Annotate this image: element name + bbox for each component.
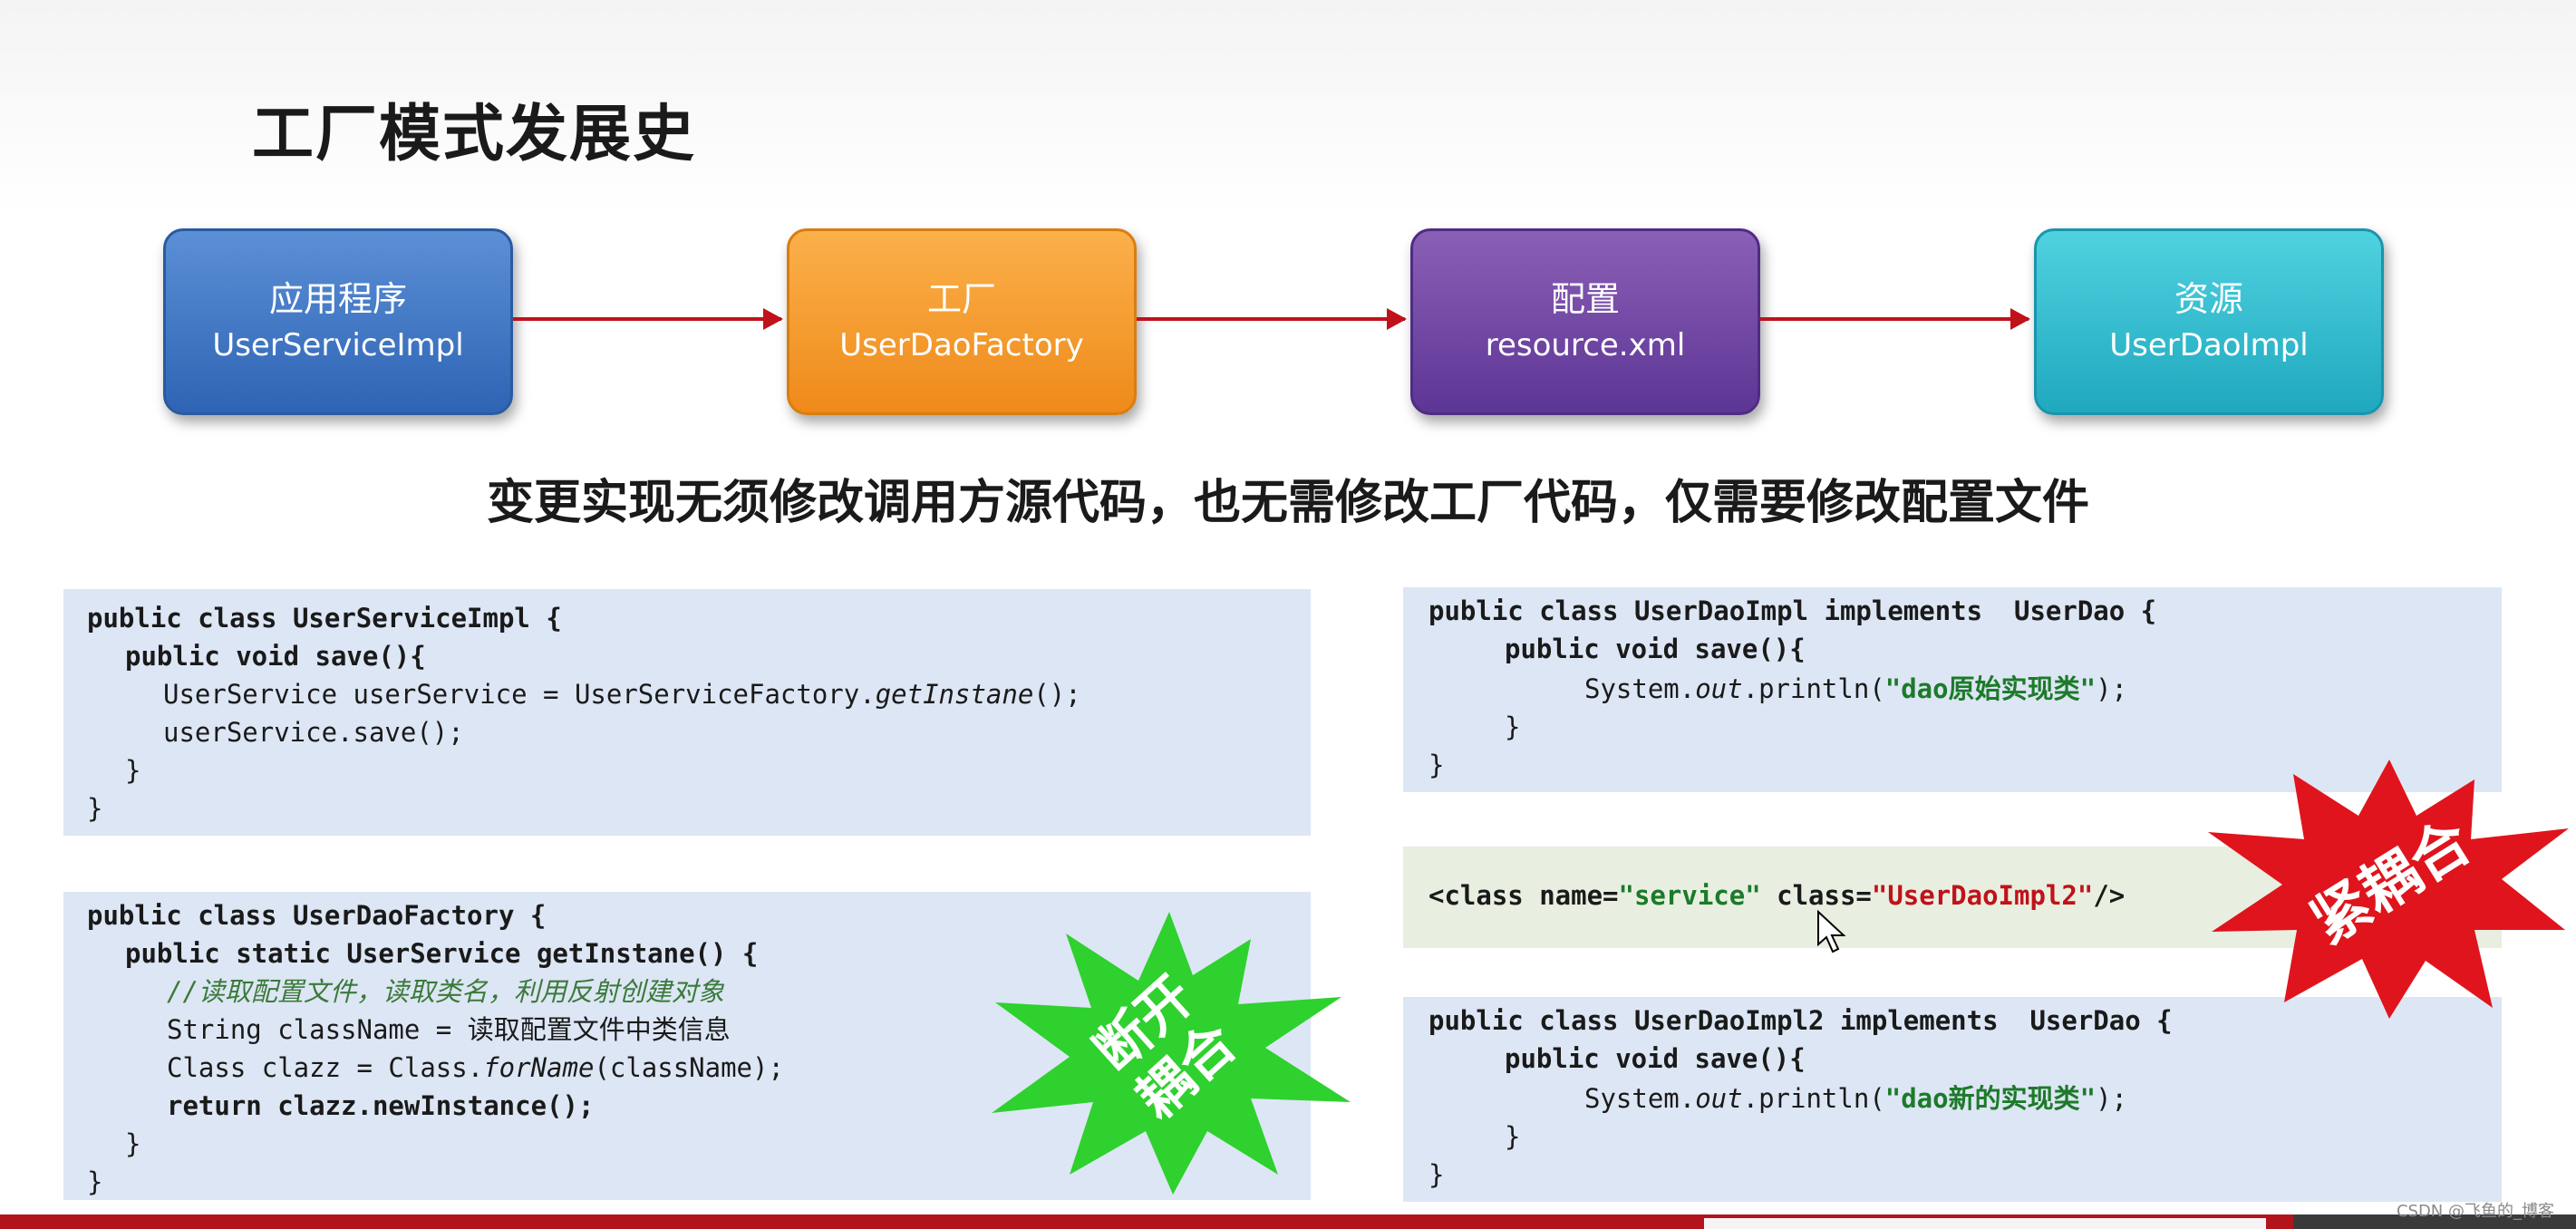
flow-box-class: UserServiceImpl xyxy=(212,327,464,363)
code-text: .println( xyxy=(1742,673,1885,704)
code-line: public void save(){ xyxy=(1505,1043,1806,1074)
flow-box-class: UserDaoImpl xyxy=(2109,327,2309,363)
code-line: public static UserService getInstane() { xyxy=(125,938,759,969)
mouse-cursor-icon xyxy=(1817,910,1846,953)
bottom-bar-segment xyxy=(1704,1218,2266,1229)
flow-box-label: 资源 xyxy=(2174,279,2243,319)
code-line: UserService userService = UserServiceFac… xyxy=(163,676,1081,712)
code-string: "dao原始实现类" xyxy=(1884,673,2097,704)
bottom-bar-segment-dark xyxy=(2293,1214,2576,1229)
code-comment: //读取配置文件，读取类名，利用反射创建对象 xyxy=(167,976,724,1007)
flow-box-factory: 工厂 UserDaoFactory xyxy=(787,228,1137,415)
code-line: } xyxy=(125,1128,141,1159)
code-line: public class UserDaoFactory { xyxy=(87,900,547,931)
code-line: } xyxy=(87,793,103,824)
code-text: UserService userService = UserServiceFac… xyxy=(163,679,876,710)
code-field: out xyxy=(1695,1083,1743,1114)
code-block-service: public class UserServiceImpl { public vo… xyxy=(63,589,1311,836)
code-line: System.out.println("dao原始实现类"); xyxy=(1584,671,2127,707)
code-line: userService.save(); xyxy=(163,717,464,748)
code-line: } xyxy=(1428,1159,1445,1190)
code-text: .println( xyxy=(1742,1083,1885,1114)
flow-arrow xyxy=(513,308,783,330)
flow-box-label: 工厂 xyxy=(926,279,996,319)
code-line: public class UserServiceImpl { xyxy=(87,603,562,634)
code-line: return clazz.newInstance(); xyxy=(167,1090,595,1121)
code-line: public class UserDaoImpl2 implements Use… xyxy=(1428,1005,2173,1036)
watermark: CSDN @飞鱼的_博客 xyxy=(2396,1202,2554,1221)
flow-box-resource: 资源 UserDaoImpl xyxy=(2034,228,2384,415)
burst-tight-coupling-shape xyxy=(2208,760,2569,1019)
flow-box-application: 应用程序 UserServiceImpl xyxy=(163,228,513,415)
code-text: System. xyxy=(1584,673,1696,704)
code-text: (); xyxy=(1033,679,1081,710)
flow-arrow xyxy=(1760,308,2030,330)
flow-box-label: 应用程序 xyxy=(268,279,407,319)
code-line: System.out.println("dao新的实现类"); xyxy=(1584,1080,2127,1117)
code-block-daoimpl: public class UserDaoImpl implements User… xyxy=(1403,587,2502,792)
slide-title: 工厂模式发展史 xyxy=(252,99,697,170)
flow-arrow xyxy=(1137,308,1407,330)
code-line: } xyxy=(1505,711,1521,742)
flow-box-class: UserDaoFactory xyxy=(839,327,1084,363)
code-string: "dao新的实现类" xyxy=(1884,1083,2097,1114)
code-line: <class name="service" class="UserDaoImpl… xyxy=(1428,877,2125,914)
code-text: System. xyxy=(1584,1083,1696,1114)
slide-subtitle: 变更实现无须修改调用方源代码，也无需修改工厂代码，仅需要修改配置文件 xyxy=(486,476,2089,530)
bottom-bar xyxy=(0,1214,2576,1229)
code-line: } xyxy=(125,755,141,786)
xml-attr-value: "UserDaoImpl2" xyxy=(1871,880,2094,911)
flow-box-config: 配置 resource.xml xyxy=(1410,228,1760,415)
burst-decouple-shape xyxy=(992,912,1351,1195)
code-line: Class clazz = Class.forName(className); xyxy=(167,1050,784,1086)
code-line: public void save(){ xyxy=(1505,634,1806,664)
xml-text: /> xyxy=(2093,880,2126,911)
flow-box-label: 配置 xyxy=(1550,279,1620,319)
code-text: Class clazz = Class. xyxy=(167,1052,484,1083)
code-line: String className = 读取配置文件中类信息 xyxy=(167,1014,731,1045)
code-line: public class UserDaoImpl implements User… xyxy=(1428,595,2157,626)
code-text: ); xyxy=(2096,673,2127,704)
code-field: out xyxy=(1695,673,1743,704)
xml-text: <class name= xyxy=(1428,880,1619,911)
code-block-daoimpl2: public class UserDaoImpl2 implements Use… xyxy=(1403,997,2502,1202)
code-method: getInstane xyxy=(875,679,1034,710)
code-line: } xyxy=(87,1166,103,1197)
code-line: } xyxy=(1505,1121,1521,1152)
xml-attr-value: "service" xyxy=(1618,880,1761,911)
xml-text: class= xyxy=(1760,880,1872,911)
code-line: } xyxy=(1428,750,1445,780)
code-text: (className); xyxy=(594,1052,784,1083)
code-text: ); xyxy=(2096,1083,2127,1114)
code-method: forName xyxy=(483,1052,595,1083)
code-line: public void save(){ xyxy=(125,641,426,672)
flow-box-class: resource.xml xyxy=(1485,327,1686,363)
